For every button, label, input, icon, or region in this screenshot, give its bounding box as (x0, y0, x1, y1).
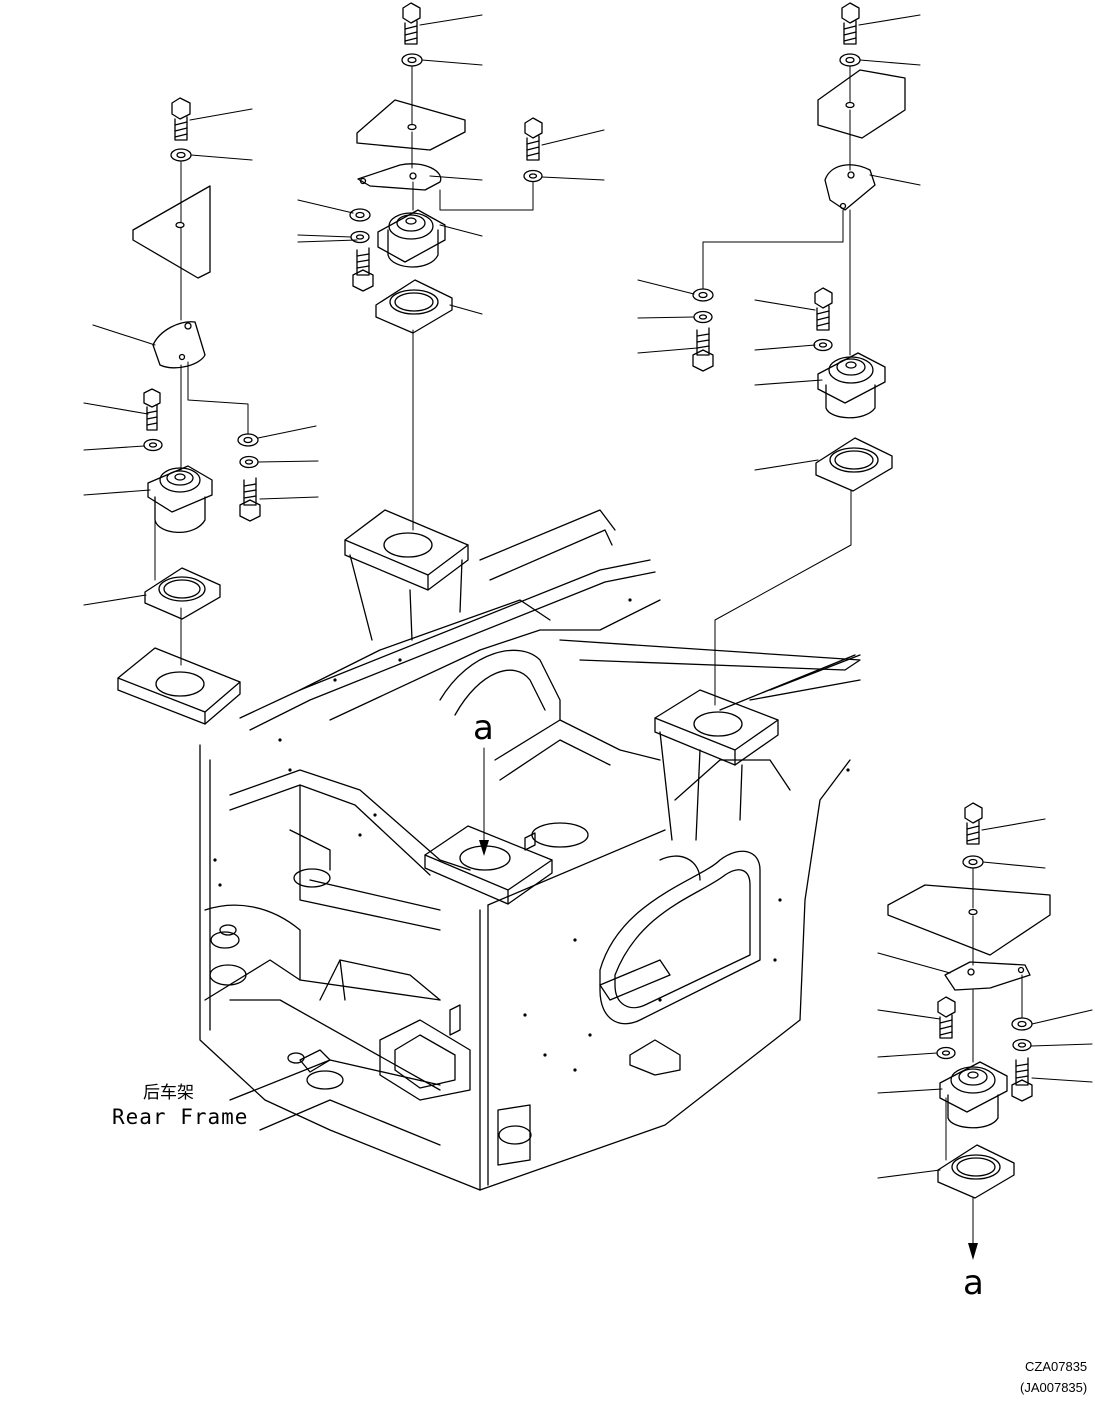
reference-mark-a-bottom: a (963, 1263, 984, 1303)
drawing-code-alt: (JA007835) (1020, 1380, 1088, 1395)
drawing-code: CZA07835 (1025, 1359, 1088, 1374)
assembly-center-lines (154, 65, 1023, 1246)
rear-frame-label-chinese: 后车架 (143, 1083, 194, 1103)
frame-holes (213, 598, 850, 1072)
leader-lines (83, 14, 1093, 1179)
reference-arrows (479, 840, 978, 1260)
reference-mark-a-top: a (473, 708, 494, 748)
rear-frame (117, 509, 861, 1191)
bottom-right-mount-assembly (887, 802, 1051, 1199)
rear-frame-label: Rear Frame (112, 1105, 249, 1129)
top-center-mount-assembly (349, 2, 543, 334)
top-right-mount-assembly (692, 2, 906, 492)
left-mount-assembly (132, 97, 261, 620)
